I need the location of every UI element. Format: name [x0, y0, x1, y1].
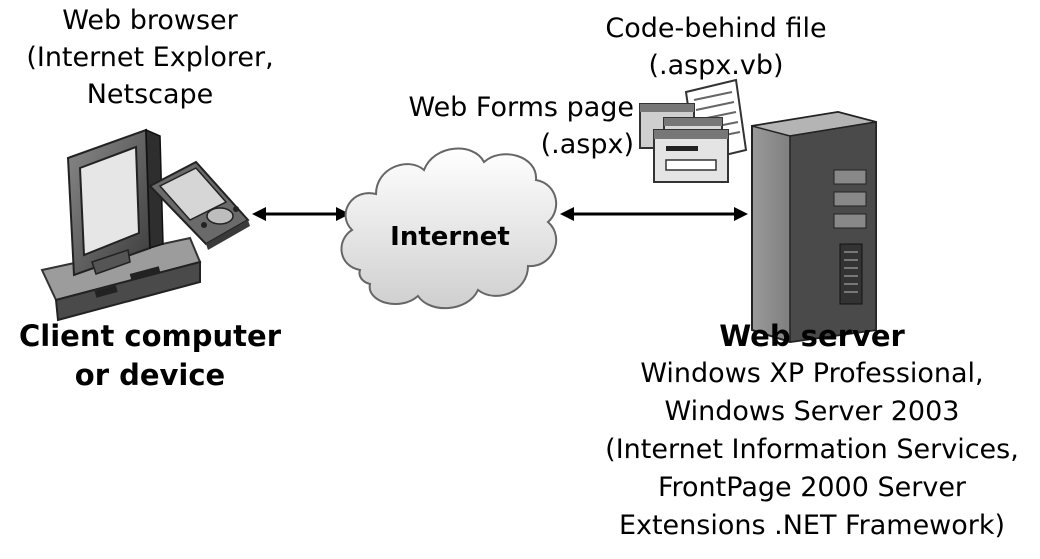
- code-behind-file-label: Code-behind file (.aspx.vb): [585, 10, 847, 84]
- web-server-icon: [751, 110, 877, 344]
- client-title-line-1: Client computer: [18, 319, 281, 353]
- client-internet-arrow: [252, 207, 350, 221]
- client-computer-icon: [40, 128, 202, 322]
- web-server-label: Web server Windows XP Professional, Wind…: [576, 317, 1040, 545]
- pda-device-icon: [148, 160, 250, 250]
- browser-line-1: Web browser: [62, 5, 238, 36]
- server-detail-line-5: Extensions .NET Framework): [618, 510, 1006, 541]
- web-forms-line-2: (.aspx): [540, 129, 634, 160]
- web-browser-label: Web browser (Internet Explorer, Netscape: [0, 2, 300, 113]
- web-server-title: Web server: [719, 319, 905, 353]
- server-detail-line-2: Windows Server 2003: [664, 396, 960, 427]
- server-detail-line-3: (Internet Information Services,: [605, 434, 1019, 465]
- internet-label: Internet: [390, 222, 510, 252]
- web-forms-page-label: Web Forms page (.aspx): [378, 89, 634, 163]
- client-computer-label: Client computer or device: [0, 317, 300, 395]
- internet-cloud-icon: [340, 147, 558, 309]
- code-behind-line-2: (.aspx.vb): [648, 50, 784, 81]
- web-forms-line-1: Web Forms page: [408, 92, 634, 123]
- server-detail-line-4: FrontPage 2000 Server: [657, 472, 967, 503]
- server-detail-line-1: Windows XP Professional,: [640, 358, 984, 389]
- web-forms-page-icon: [639, 103, 729, 183]
- browser-line-2: (Internet Explorer,: [26, 42, 274, 73]
- client-title-line-2: or device: [74, 358, 226, 392]
- internet-server-arrow: [560, 207, 748, 221]
- browser-line-3: Netscape: [86, 79, 214, 110]
- code-behind-line-1: Code-behind file: [605, 13, 827, 44]
